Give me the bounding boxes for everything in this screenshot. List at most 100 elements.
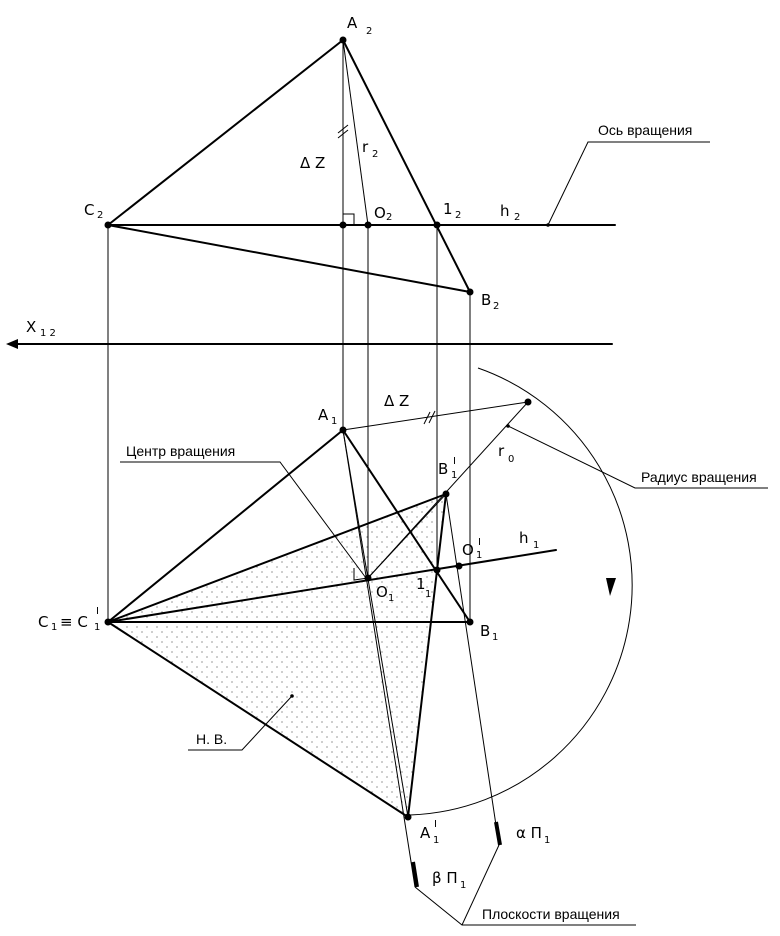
label-b1i-sup: I [453,456,456,467]
label-alpha-plane-sub: 1 [544,835,550,846]
point-o2 [364,221,372,229]
label-1-1-sub: 1 [425,589,431,600]
alpha-thick-end [494,821,502,846]
label-1-2-sub: 2 [455,210,461,221]
label-a1-sub: 1 [331,416,337,427]
horizontal-projection [107,367,633,888]
point-b2 [466,288,474,296]
label-c1i-sup: I [96,606,99,617]
edge-a2-b2 [342,39,471,293]
callout-radius: Радиус вращения [641,469,757,485]
tick-1 [337,124,349,134]
plane-beta-trace [342,429,416,888]
label-c1: C [38,613,48,631]
points [104,36,550,821]
tick-3 [423,411,431,425]
label-o2: O [374,204,386,222]
label-c1i-sub: 1 [94,622,100,633]
right-angle-mark-2 [343,213,355,225]
beta-thick-end [411,861,419,888]
label-alpha-plane: α Π [516,824,542,842]
point-1-1 [433,566,441,574]
label-b2: B [481,291,491,309]
label-r0-sub: 0 [508,454,514,465]
edge-c1-a1i [107,621,409,818]
point-o1 [364,574,372,582]
edge-a1-b1 [342,429,471,623]
point-r0-mark [506,424,510,428]
label-a1i-sub: 1 [433,835,439,846]
edge-c1-b1i [107,493,447,623]
label-c1-equiv: ≡ C [60,613,88,631]
label-b1: B [480,622,490,640]
arrowhead-left-icon [6,339,18,349]
right-angle-mark-1 [353,568,369,581]
label-o1i-sub: 1 [476,550,482,561]
point-b1 [466,618,474,626]
tick-4 [428,410,436,424]
point-c2 [104,221,112,229]
point-1-2 [433,221,441,229]
line-a1-a1i [342,429,409,818]
label-c2-sub: 2 [97,210,103,221]
rotation-arc [409,367,633,816]
label-a1i: A [420,824,431,842]
label-dz-bottom: Δ Z [384,392,409,410]
projection-links [107,225,471,622]
frontal-projection [107,39,616,293]
label-r2: r [362,138,369,156]
callout-labels: Ось вращения Центр вращения Радиус враще… [126,122,757,922]
label-b1-sub: 1 [492,632,498,643]
label-h2-sub: 2 [514,212,520,223]
label-1-1: 1 [416,575,426,593]
tick-2 [337,129,349,139]
point-labels: A 2 C 2 B 2 O 2 1 2 h 2 r 2 Δ Z X 1 2 A … [26,14,550,891]
true-size-triangle-fill [108,494,446,817]
label-1-2: 1 [443,200,453,218]
point-c1 [104,618,112,626]
label-h1-sub: 1 [533,540,539,551]
point-a2 [339,36,347,44]
label-dz-top: Δ Z [300,154,325,172]
label-r2-sub: 2 [372,149,378,160]
point-b1i [442,490,450,498]
label-a2-sub: 2 [366,26,372,37]
label-o1-sub: 1 [388,593,394,604]
delta-z-line [342,401,529,431]
edge-b1i-a1i [407,493,447,818]
label-o2-sub: 2 [386,212,392,223]
label-b1i-sub: 1 [451,470,457,481]
label-o1i-sup: I [478,537,481,548]
axis-x12 [6,339,613,349]
label-beta-plane: β Π [432,869,458,887]
callout-true-size: Н. В. [196,731,227,747]
label-h1: h [519,529,529,547]
plane-alpha-trace [445,493,500,846]
horizontal-h1 [107,549,557,623]
point-hv-mark [290,694,294,698]
callout-center: Центр вращения [126,443,235,459]
line-o1-b1i [367,493,447,579]
callout-leaders [120,141,768,926]
label-c2: C [84,201,94,219]
callout-axis: Ось вращения [598,122,692,138]
label-c1-sub: 1 [51,622,57,633]
edge-a2-c2 [107,39,344,226]
label-beta-plane-sub: 1 [460,880,466,891]
edge-a1-c1 [107,429,344,623]
label-x12-sub: 1 2 [40,328,56,339]
label-o1i: O [462,541,474,559]
point-dz-end [524,398,532,406]
label-r0: r [498,442,505,460]
label-a2: A [347,14,358,32]
edge-c2-b2 [107,224,471,293]
label-b2-sub: 2 [493,301,499,312]
label-a1: A [318,406,329,424]
label-h2: h [500,202,510,220]
arc-arrowhead-icon [606,578,616,596]
point-o1i [455,562,463,570]
point-foot-2 [339,221,347,229]
point-a1i [404,813,412,821]
radius-r2 [342,39,369,226]
